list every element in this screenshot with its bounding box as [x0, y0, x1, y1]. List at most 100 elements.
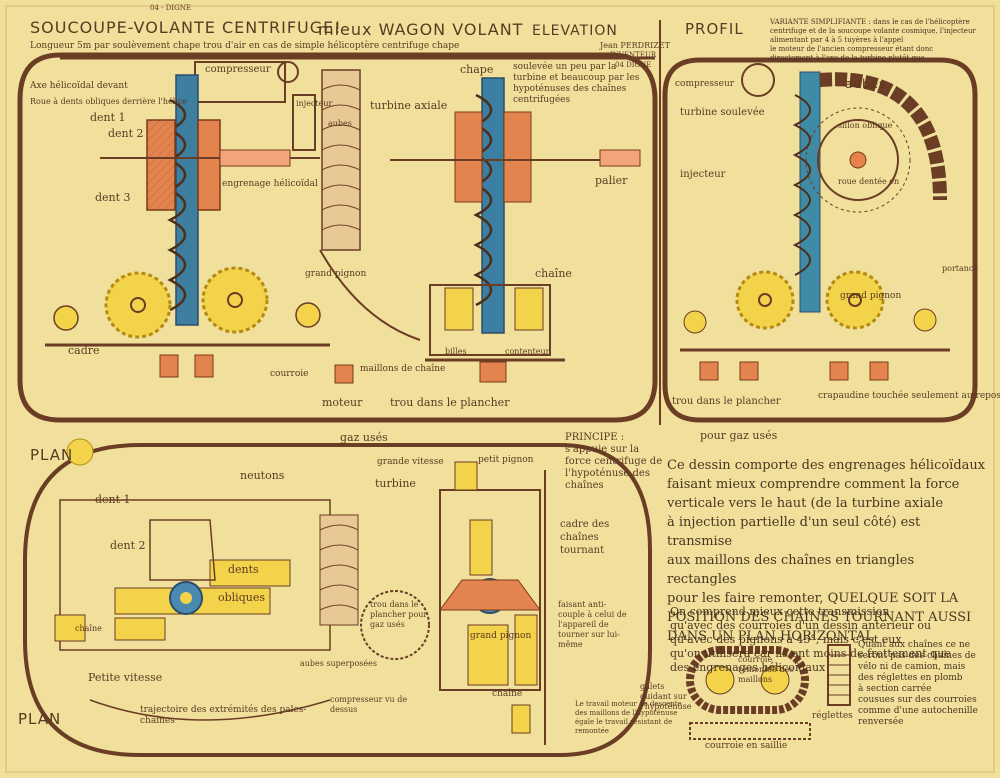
plan-dent2: dent 2: [110, 539, 146, 552]
left-hatch-block: [147, 120, 175, 210]
title-profil: PROFIL: [685, 20, 744, 38]
plan-chaine: chaîne: [492, 689, 523, 699]
label-engrenage: engrenage hélicoïdal: [222, 179, 318, 189]
principe-line2: qu'avec des courroies d'un dessin antéri…: [670, 619, 932, 632]
aubes-stack: [321, 69, 361, 251]
label-soulevee: soulevée un peu par la turbine et beauco…: [513, 62, 640, 105]
left-orange-block-2: [197, 119, 221, 211]
profil-roue-label: roue dentée en: [838, 177, 900, 186]
reglettes-label: réglettes: [812, 711, 853, 721]
principe-line: Ce dessin comporte des engrenages hélico…: [667, 458, 986, 473]
label-courroie: courroie: [270, 369, 309, 379]
variante-line: directement à l'axe de la turbine plutôt…: [770, 54, 925, 62]
label-dent2: dent 2: [108, 127, 144, 140]
principe-paragraph-2: On comprend mieux cette transmission qu'…: [670, 605, 990, 675]
title-mid: mieux WAGON VOLANT: [318, 20, 524, 39]
palier-block: [599, 149, 641, 167]
plan-trajectoire: trajectoire des extrémités des pales-cha…: [140, 705, 307, 726]
quant-aux-line: seront pas des chaînes de: [858, 651, 976, 661]
profil-trou-label: trou dans le plancher: [672, 396, 781, 407]
principe-line: verticale vers le haut (de la turbine ax…: [667, 496, 944, 511]
label-injecteur: injecteur: [296, 99, 333, 108]
right-lower-frame: [429, 284, 551, 356]
quant-aux-line: Quant aux chaînes ce ne: [858, 640, 970, 650]
quant-aux-line: comme d'une autochenille: [858, 706, 978, 716]
plan-aubes: aubes superposées: [300, 659, 377, 668]
courroie-loop: [686, 646, 809, 714]
variante-line: alimentant par 4 à 5 tuyères à l'appel: [770, 36, 904, 44]
variante-line: le moteur de l'ancien compresseur étant …: [770, 45, 934, 53]
plan-right-yellow-top: [454, 461, 478, 491]
variante-block: VARIANTE SIMPLIFIANTE : dans le cas de l…: [770, 18, 995, 63]
plan-trou-plancher: trou dans le plancher pour gaz usés: [370, 600, 428, 629]
courroie-saillie: [689, 722, 811, 740]
quant-aux-line: à section carrée: [858, 684, 932, 694]
galets-label: galets guidant sur l'hypoténuse: [640, 682, 692, 711]
title-left: SOUCOUPE-VOLANTE CENTRIFUGE!: [30, 18, 342, 37]
title-elevation: ELEVATION: [532, 23, 618, 39]
plan-yellow-dot: [66, 438, 94, 466]
plan-trou-plancher: [360, 590, 430, 660]
right-yellow-block: [444, 287, 474, 331]
plan-gaz-uses: gaz usés: [340, 431, 388, 444]
moteur-block: [334, 364, 354, 384]
profil-compresseur: [741, 63, 775, 97]
plan-right-frame: [439, 489, 541, 691]
left-helical-shaft: [175, 74, 199, 326]
plan-center-hub-inner: [180, 592, 192, 604]
profil-compresseur-label: compresseur: [675, 79, 735, 89]
profil-pignon-left: [683, 310, 707, 334]
plan-right-cone: [439, 579, 541, 611]
plan-compresseur-vu: compresseur vu de dessus: [330, 695, 408, 714]
quant-aux-line: vélo ni de camion, mais: [858, 662, 966, 672]
profil-sillon-label: sillon oblique: [838, 121, 893, 130]
plan-cadre-chaines: cadre des chaînes tournant: [560, 519, 610, 556]
label-maillons: maillons de chaîne: [360, 364, 446, 374]
subtitle: Longueur 5m par soulèvement chape trou d…: [30, 41, 460, 51]
label-compresseur: compresseur: [205, 64, 271, 75]
quant-aux-block: Quant aux chaînes ce ne seront pas des c…: [858, 640, 996, 728]
principe-line2: des engrenages hélicoïdaux: [670, 661, 826, 674]
profil-portance-label: portance: [942, 264, 979, 273]
plan-right-bottom-block: [511, 704, 531, 734]
plan-right-yellow-side: [514, 614, 538, 686]
profil-crapaudine-label: crapaudine touchée seulement au repos: [818, 391, 1000, 401]
principe-line2: On comprend mieux cette transmission: [670, 605, 890, 618]
plan-petit-pignon: petit pignon: [478, 455, 534, 465]
label-dent3: dent 3: [95, 191, 131, 204]
profil-injecteur-label: injecteur: [680, 169, 726, 180]
author-name: Jean PERDRIZET: [600, 41, 670, 50]
label-trou-plancher: trou dans le plancher: [390, 396, 510, 409]
profil-foot-2: [739, 361, 759, 381]
plan-right-yellow-mid: [469, 519, 493, 576]
plan-yellow-bar-2: [209, 559, 291, 587]
principe-line2: qu'on utilisera car ils ont moins de fro…: [670, 647, 951, 660]
profil-aubes-arc: [819, 72, 947, 201]
plan-newtons: neutons: [240, 469, 285, 482]
label-contenteur: contenteur: [505, 347, 550, 356]
courroie-remontee-label: courroie remontée des maillons: [738, 655, 794, 684]
plan-grand-pignon: grand pignon: [470, 631, 532, 641]
profil-foot-4: [869, 361, 889, 381]
profil-aubes-label: aubes: [845, 77, 887, 91]
chaine-curve: [319, 249, 421, 341]
courroie-saillie-label: courroie en saillie: [705, 741, 788, 751]
principe-line: DANS UN PLAN HORIZONTAL: [667, 629, 874, 644]
label-billes: billes: [445, 347, 467, 356]
left-small-pignon-2: [295, 302, 321, 328]
plan-right-yellow-low: [467, 624, 509, 686]
right-helical-shaft: [481, 77, 505, 334]
principe-pour-gaz: pour gaz usés: [700, 429, 778, 442]
author-place: 04 DIGNE: [615, 61, 652, 69]
profil-helix: [792, 94, 811, 276]
profil-gear-1: [735, 270, 795, 330]
plan-label-bottom: PLAN: [18, 710, 62, 728]
variante-line: VARIANTE SIMPLIFIANTE : dans le cas de l…: [770, 18, 970, 26]
profil-turbine-label: turbine soulevée: [680, 107, 765, 118]
plan-dent-arc: [149, 519, 216, 581]
quant-aux-line: des réglettes en plomb: [858, 673, 963, 683]
profil-frame: [662, 57, 978, 423]
reglettes-lines: [828, 654, 850, 696]
variante-line: centrifuge et de la soucoupe volante cos…: [770, 27, 976, 35]
left-foot-2: [194, 354, 214, 378]
